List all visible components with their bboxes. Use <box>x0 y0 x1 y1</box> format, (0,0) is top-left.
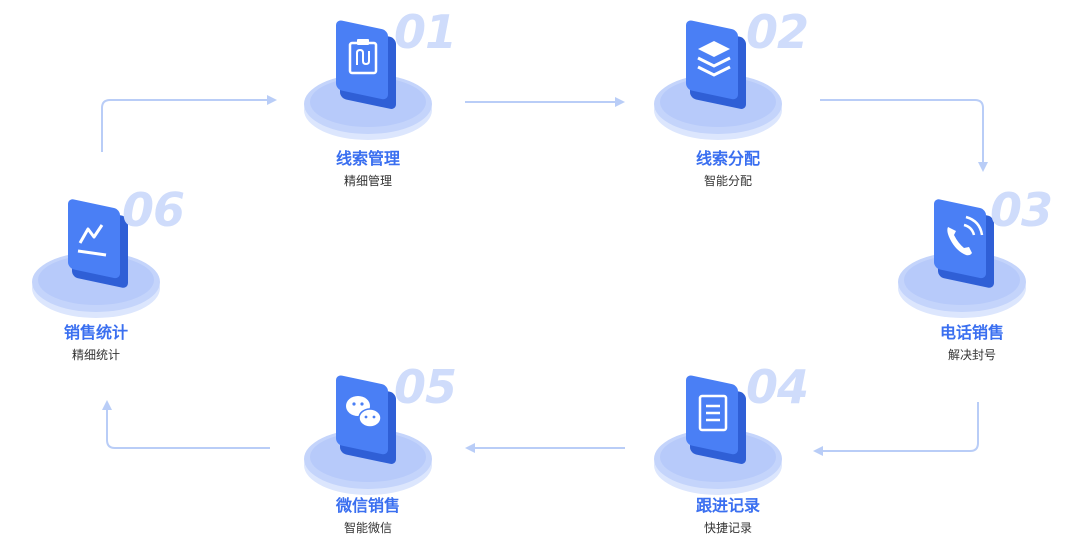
platform <box>654 375 782 495</box>
step-number: 02 <box>746 5 809 59</box>
step-title: 跟进记录 <box>695 496 760 515</box>
connector-05-to-06 <box>102 400 270 449</box>
step-number: 06 <box>122 183 185 237</box>
step-title: 微信销售 <box>335 496 400 515</box>
layers-icon <box>686 20 746 109</box>
step-subtitle: 智能分配 <box>703 174 752 188</box>
step-number: 01 <box>394 5 457 59</box>
step-subtitle: 精细统计 <box>71 348 120 362</box>
platform <box>898 199 1026 318</box>
step-06: 06 销售统计 精细统计 <box>6 183 186 383</box>
step-05: 05 微信销售 智能微信 <box>278 360 458 560</box>
step-subtitle: 快捷记录 <box>703 521 752 535</box>
connector-02-to-03 <box>820 99 988 172</box>
clipboard-icon <box>336 20 396 109</box>
wechat-icon <box>336 375 396 464</box>
step-02: 02 线索分配 智能分配 <box>628 5 809 205</box>
document-icon <box>686 375 746 464</box>
step-title: 电话销售 <box>939 323 1004 342</box>
step-number: 03 <box>990 183 1053 237</box>
connector-06-to-01 <box>101 95 277 152</box>
connector-arrows <box>101 95 988 456</box>
step-title: 线索分配 <box>695 149 760 168</box>
connector-03-to-04 <box>813 402 979 456</box>
step-subtitle: 智能微信 <box>343 521 392 535</box>
step-title: 线索管理 <box>335 149 400 168</box>
platform <box>304 20 432 140</box>
step-01: 01 线索管理 精细管理 <box>278 5 458 205</box>
step-03: 03 电话销售 解决封号 <box>872 183 1053 383</box>
platform <box>304 375 432 495</box>
step-subtitle: 解决封号 <box>947 348 996 362</box>
line-chart-icon <box>68 199 128 288</box>
process-cycle-diagram: 01 线索管理 精细管理 02 线索分配 智能分配 <box>6 5 1053 534</box>
platform <box>654 20 782 140</box>
step-04: 04 跟进记录 快捷记录 <box>628 360 809 560</box>
phone-icon <box>934 199 994 288</box>
step-subtitle: 精细管理 <box>343 174 392 188</box>
step-number: 05 <box>394 360 457 414</box>
platform <box>32 199 160 318</box>
step-title: 销售统计 <box>63 323 128 342</box>
step-number: 04 <box>746 360 809 414</box>
